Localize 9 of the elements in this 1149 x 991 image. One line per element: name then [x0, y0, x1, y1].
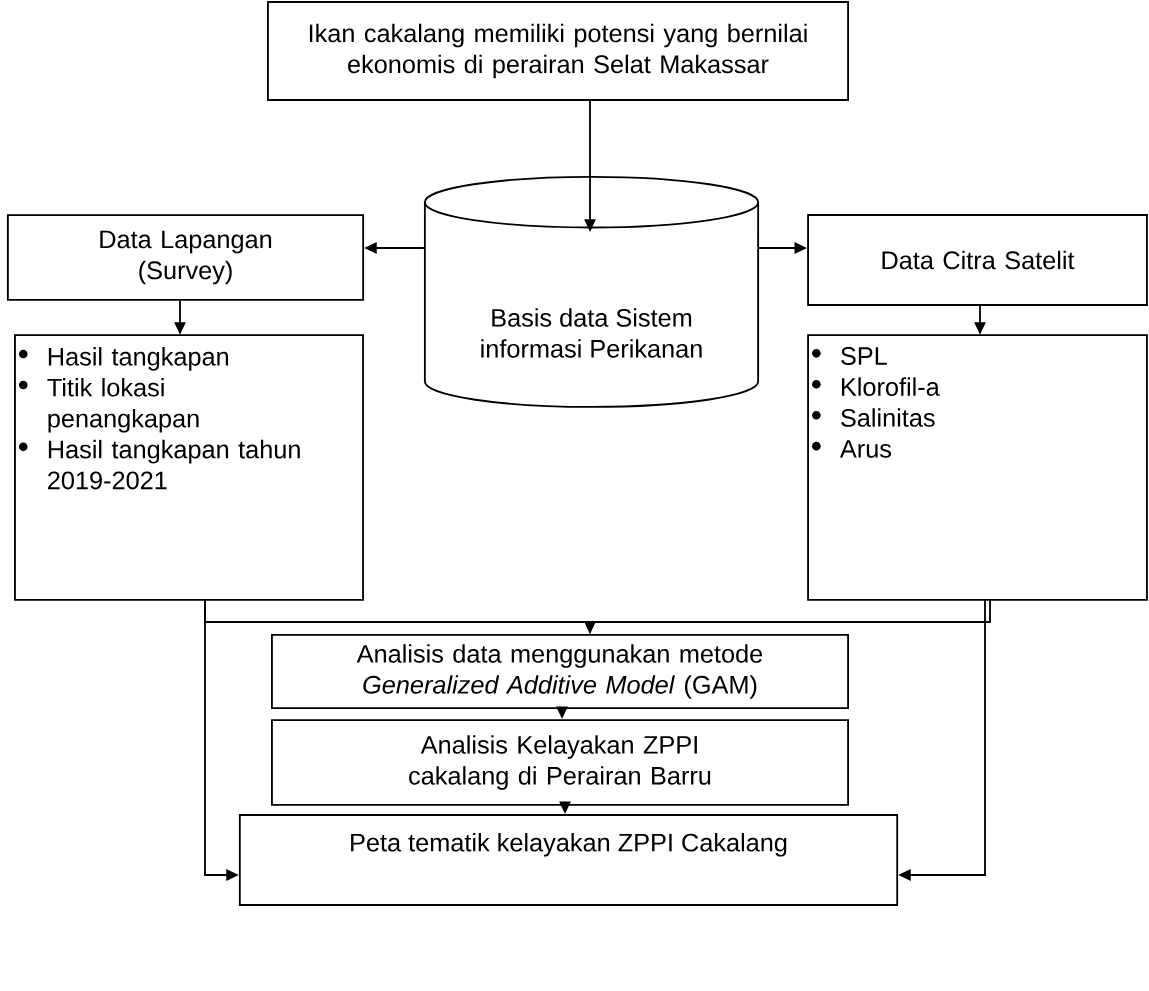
list-box: Hasil tangkapan Titik lokasi penangkapan Hasil tangkapan tahun 2019-2021 — [14, 334, 364, 601]
process-box: Peta tematik kelayakan ZPPI Cakalang — [238, 814, 899, 906]
process-box: Analisis data menggunakan metode Generalized Additive Model (GAM) — [271, 633, 849, 710]
process-box: Analisis Kelayakan ZPPI cakalang di Perairan Barru — [271, 719, 849, 806]
process-box: Ikan cakalang memiliki potensi yang bernilai ekonomis di perairan Selat Makassar — [267, 1, 849, 101]
list-box: SPL Klorofil-a Salinitas Arus — [807, 334, 1148, 601]
process-box: Data Citra Satelit — [807, 214, 1148, 306]
process-box: Data Lapangan (Survey) — [6, 214, 365, 301]
database-cylinder: Basis data Sistem informasi Perikanan — [423, 175, 760, 408]
